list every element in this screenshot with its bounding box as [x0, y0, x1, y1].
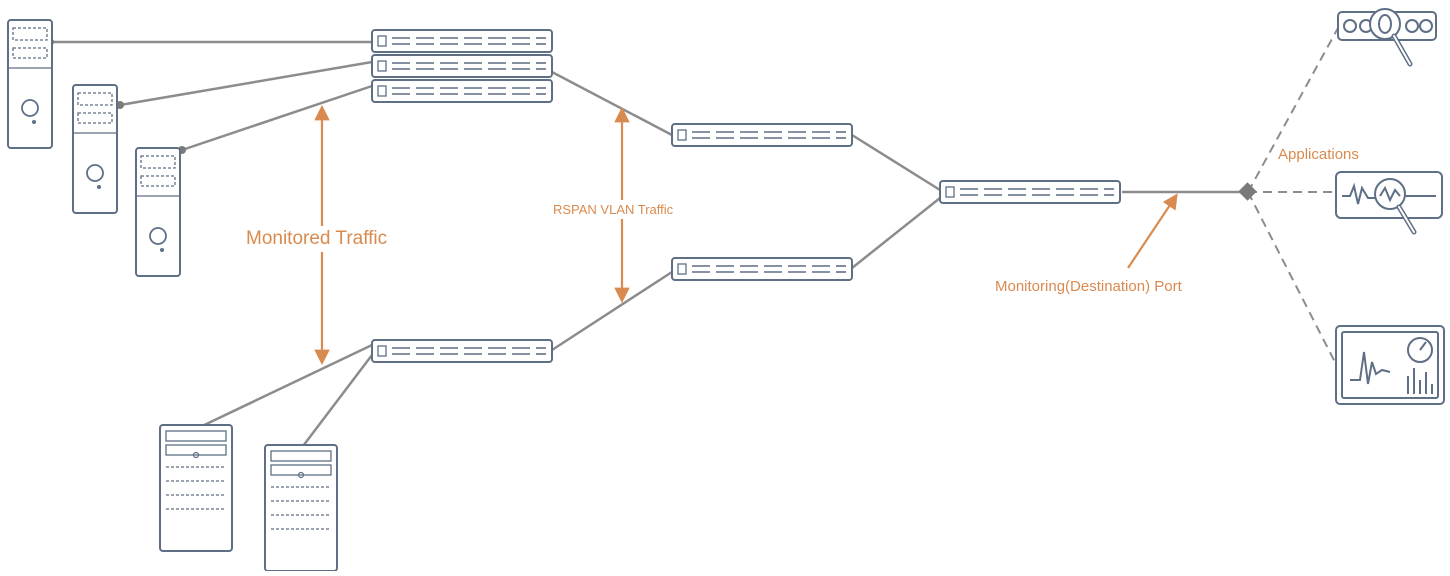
network-links — [50, 40, 1248, 451]
link-hub-to-sniffer — [1247, 27, 1339, 193]
monitored-traffic-label: Monitored Traffic — [243, 226, 391, 252]
application-links — [1247, 27, 1339, 369]
server-tower-icon — [264, 444, 338, 572]
monitoring-port-arrow — [1127, 193, 1178, 269]
network-switch-icon — [671, 123, 853, 147]
rspan-vlan-traffic-label: RSPAN VLAN Traffic — [550, 200, 677, 219]
network-switch-icon — [371, 54, 553, 78]
applications-label: Applications — [1278, 146, 1359, 163]
link-access-to-agg2 — [551, 270, 673, 352]
link-server4-access — [197, 343, 373, 430]
packet-sniffer-icon — [1337, 8, 1437, 67]
server-tower-icon — [135, 147, 181, 277]
link-agg1-to-dest — [851, 133, 941, 192]
network-switch-icon — [371, 339, 553, 363]
link-server2-switch — [119, 60, 373, 107]
network-switch-icon — [671, 257, 853, 281]
link-agg2-to-dest — [851, 197, 941, 269]
server-tower-icon — [159, 424, 233, 552]
monitoring-port-label: Monitoring(Destination) Port — [995, 278, 1182, 295]
network-switch-icon — [939, 180, 1121, 204]
network-switch-icon — [371, 79, 553, 103]
link-stack-to-agg1 — [551, 70, 673, 137]
monitoring-dashboard-icon — [1335, 325, 1445, 405]
server-tower-icon — [7, 19, 53, 149]
hub-node — [1238, 182, 1257, 201]
network-switch-icon — [371, 29, 553, 53]
link-server3-switch — [181, 84, 373, 152]
link-hub-to-dashboard — [1247, 191, 1339, 369]
server-tower-icon — [72, 84, 118, 214]
link-server5-access — [299, 354, 373, 451]
connection-nodes — [46, 38, 1257, 454]
network-analyzer-icon — [1335, 171, 1443, 235]
